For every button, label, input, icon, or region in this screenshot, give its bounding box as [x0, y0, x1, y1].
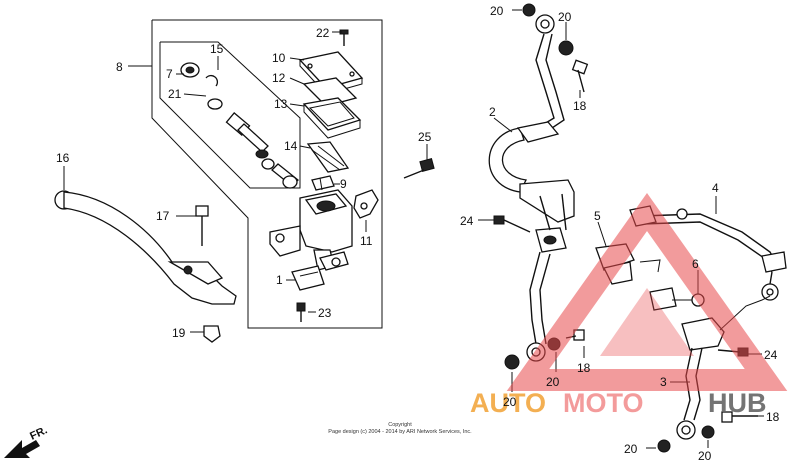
callout-7: 7 — [166, 67, 173, 81]
arrow-icon — [4, 440, 40, 458]
brake-switch — [311, 175, 335, 191]
upper-banjo-fitting — [522, 3, 589, 93]
master-cylinder-frame — [151, 19, 383, 329]
callout-21: 21 — [168, 87, 182, 101]
callout-20: 20 — [624, 442, 638, 456]
watermark-logo: AUTO MOTO HUB — [470, 192, 788, 418]
copyright-notice: Copyright Page design (c) 2004 - 2014 by… — [328, 422, 472, 435]
brake-hose-upper — [488, 33, 565, 193]
copyright-line-2: Page design (c) 2004 - 2014 by ARI Netwo… — [328, 429, 472, 435]
callout-18: 18 — [573, 99, 587, 113]
callout-12: 12 — [272, 71, 286, 85]
front-direction-arrow: FR. — [4, 424, 49, 458]
callout-18: 18 — [766, 410, 780, 424]
front-label: FR. — [28, 424, 49, 442]
callout-17: 17 — [156, 209, 170, 223]
master-cylinder-body — [269, 189, 353, 271]
callout-20: 20 — [546, 375, 560, 389]
callout-20: 20 — [503, 395, 517, 409]
callout-20: 20 — [490, 4, 504, 18]
callout-5: 5 — [594, 209, 601, 223]
watermark-hub: HUB — [708, 388, 767, 418]
switch-screw — [296, 302, 306, 322]
callout-16: 16 — [56, 151, 70, 165]
handlebar-clamp — [353, 189, 379, 219]
callout-20: 20 — [698, 449, 712, 463]
reservoir-float — [306, 141, 350, 173]
callout-13: 13 — [274, 97, 288, 111]
callout-1: 1 — [276, 273, 283, 287]
watermark-auto: AUTO — [470, 388, 546, 418]
reservoir-plate — [302, 77, 358, 107]
callout-3: 3 — [660, 375, 667, 389]
brake-lever — [54, 190, 237, 305]
watermark-moto: MOTO — [563, 388, 644, 418]
callout-labels: 20 20 18 22 10 15 8 7 21 12 13 2 25 14 9… — [56, 4, 780, 463]
callout-4: 4 — [712, 181, 719, 195]
joint-bolt-left — [493, 215, 531, 233]
callout-18: 18 — [577, 361, 591, 375]
callout-22: 22 — [316, 26, 330, 40]
callout-11: 11 — [360, 234, 373, 248]
callout-19: 19 — [172, 326, 186, 340]
callout-2: 2 — [489, 105, 496, 119]
callout-14: 14 — [284, 139, 298, 153]
callout-6: 6 — [692, 257, 699, 271]
copyright-line-1: Copyright — [388, 422, 412, 428]
callout-10: 10 — [272, 51, 286, 65]
callout-24: 24 — [460, 214, 474, 228]
callout-25: 25 — [418, 130, 432, 144]
lever-pivot-nut — [203, 325, 221, 343]
stop-switch — [291, 265, 325, 291]
three-way-joint — [519, 179, 575, 253]
callout-24: 24 — [764, 348, 778, 362]
callout-8: 8 — [116, 60, 123, 74]
callout-9: 9 — [340, 177, 347, 191]
piston-kit — [180, 62, 299, 189]
callout-15: 15 — [210, 42, 224, 56]
reservoir-diaphragm — [302, 97, 362, 139]
mounting-bolt-25 — [403, 158, 435, 179]
callout-23: 23 — [318, 306, 332, 320]
lever-pivot-bolt — [195, 205, 209, 246]
callout-20: 20 — [558, 10, 572, 24]
